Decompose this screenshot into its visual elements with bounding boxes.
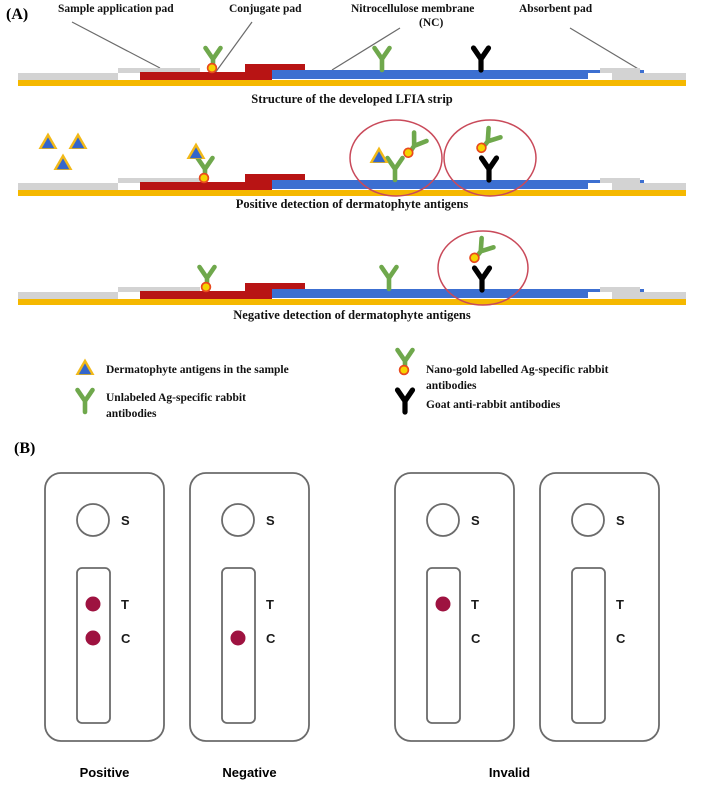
cassette-invalid-1[interactable]: S T C xyxy=(394,472,515,742)
zone-letter-t: T xyxy=(121,597,129,612)
strip-structure xyxy=(18,48,686,86)
legend-label-goat-anti-rabbit: Goat anti-rabbit antibodies xyxy=(426,399,561,411)
control-line-binding xyxy=(437,230,529,306)
panel-b-drawing: S T C S T C S T C S T C xyxy=(44,472,660,742)
leader-lines xyxy=(71,21,641,74)
header-nitrocellulose-membrane-sub: (NC) xyxy=(419,17,444,29)
panel-a-label: (A) xyxy=(6,6,29,23)
legend-label-unlabeled-antibody: Unlabeled Ag-specific rabbit antibodies xyxy=(106,392,246,420)
strip-positive xyxy=(18,119,686,197)
zone-letter-s: S xyxy=(266,513,275,528)
label-negative: Negative xyxy=(222,765,277,780)
cassette-positive[interactable]: S T C xyxy=(44,472,165,742)
zone-letter-s: S xyxy=(616,513,625,528)
conjugate-pad xyxy=(140,283,305,299)
zone-letter-s: S xyxy=(121,513,130,528)
test-line-antibody xyxy=(375,48,390,70)
free-antigens xyxy=(38,132,88,170)
absorbent-gap xyxy=(588,292,612,299)
conjugate-pad xyxy=(140,64,305,80)
pad-gap xyxy=(118,73,140,80)
conjugate-pad xyxy=(140,174,305,190)
header-nitrocellulose-membrane: Nitrocellulose membrane xyxy=(351,3,475,15)
zone-letter-t: T xyxy=(266,597,274,612)
zone-letter-c: C xyxy=(121,631,131,646)
zone-letter-t: T xyxy=(616,597,624,612)
caption-strip-negative: Negative detection of dermatophyte antig… xyxy=(233,308,471,322)
absorbent-gap xyxy=(588,183,612,190)
pad-gap xyxy=(118,183,140,190)
zone-letter-c: C xyxy=(616,631,626,646)
absorbent-pad xyxy=(600,68,686,80)
nc-membrane xyxy=(272,70,644,79)
control-line-dot xyxy=(230,630,246,646)
backing-card xyxy=(18,299,686,305)
green-y-antibody-icon xyxy=(78,390,93,412)
control-line-antibody xyxy=(474,48,489,70)
backing-card xyxy=(18,80,686,86)
triangle-antigen-icon xyxy=(75,358,95,375)
control-line-binding xyxy=(443,119,537,197)
absorbent-pad xyxy=(600,287,686,299)
strip-negative xyxy=(18,230,686,306)
header-sample-application-pad: Sample application pad xyxy=(58,3,174,15)
label-positive: Positive xyxy=(79,765,130,780)
zone-letter-c: C xyxy=(266,631,276,646)
nc-membrane xyxy=(272,289,644,298)
zone-letter-t: T xyxy=(471,597,479,612)
control-line-dot xyxy=(85,630,101,646)
panel-b-label: (B) xyxy=(14,440,36,457)
header-absorbent-pad: Absorbent pad xyxy=(519,3,593,15)
caption-strip-structure: Structure of the developed LFIA strip xyxy=(251,92,453,106)
absorbent-pad xyxy=(600,178,686,190)
zone-letter-s: S xyxy=(471,513,480,528)
test-line-dot xyxy=(85,596,101,612)
cassette-invalid-2[interactable]: S T C xyxy=(539,472,660,742)
black-y-antibody-icon xyxy=(398,390,413,412)
label-invalid: Invalid xyxy=(488,765,531,780)
test-line-binding xyxy=(349,119,443,197)
legend-label-dermatophyte-antigen: Dermatophyte antigens in the sample xyxy=(106,364,289,376)
header-conjugate-pad: Conjugate pad xyxy=(229,3,302,15)
figure-lfia-schematic: (A) (B) Sample application pad Conjugate… xyxy=(6,3,686,780)
legend-label-nanogold-antibody: Nano-gold labelled Ag-specific rabbit an… xyxy=(426,364,609,392)
antigen-conjugate-complex xyxy=(186,142,213,184)
cassette-negative[interactable]: S T C xyxy=(189,472,310,742)
caption-strip-positive: Positive detection of dermatophyte antig… xyxy=(235,197,469,211)
test-line-dot xyxy=(435,596,451,612)
nanogold-antibody-conjugate xyxy=(200,267,215,293)
pad-gap xyxy=(118,292,140,299)
absorbent-gap xyxy=(588,73,612,80)
panel-a-drawing xyxy=(18,21,686,430)
test-line-antibody-unbound xyxy=(382,267,397,289)
green-y-gold-antibody-icon xyxy=(398,350,413,376)
backing-card xyxy=(18,190,686,196)
zone-letter-c: C xyxy=(471,631,481,646)
